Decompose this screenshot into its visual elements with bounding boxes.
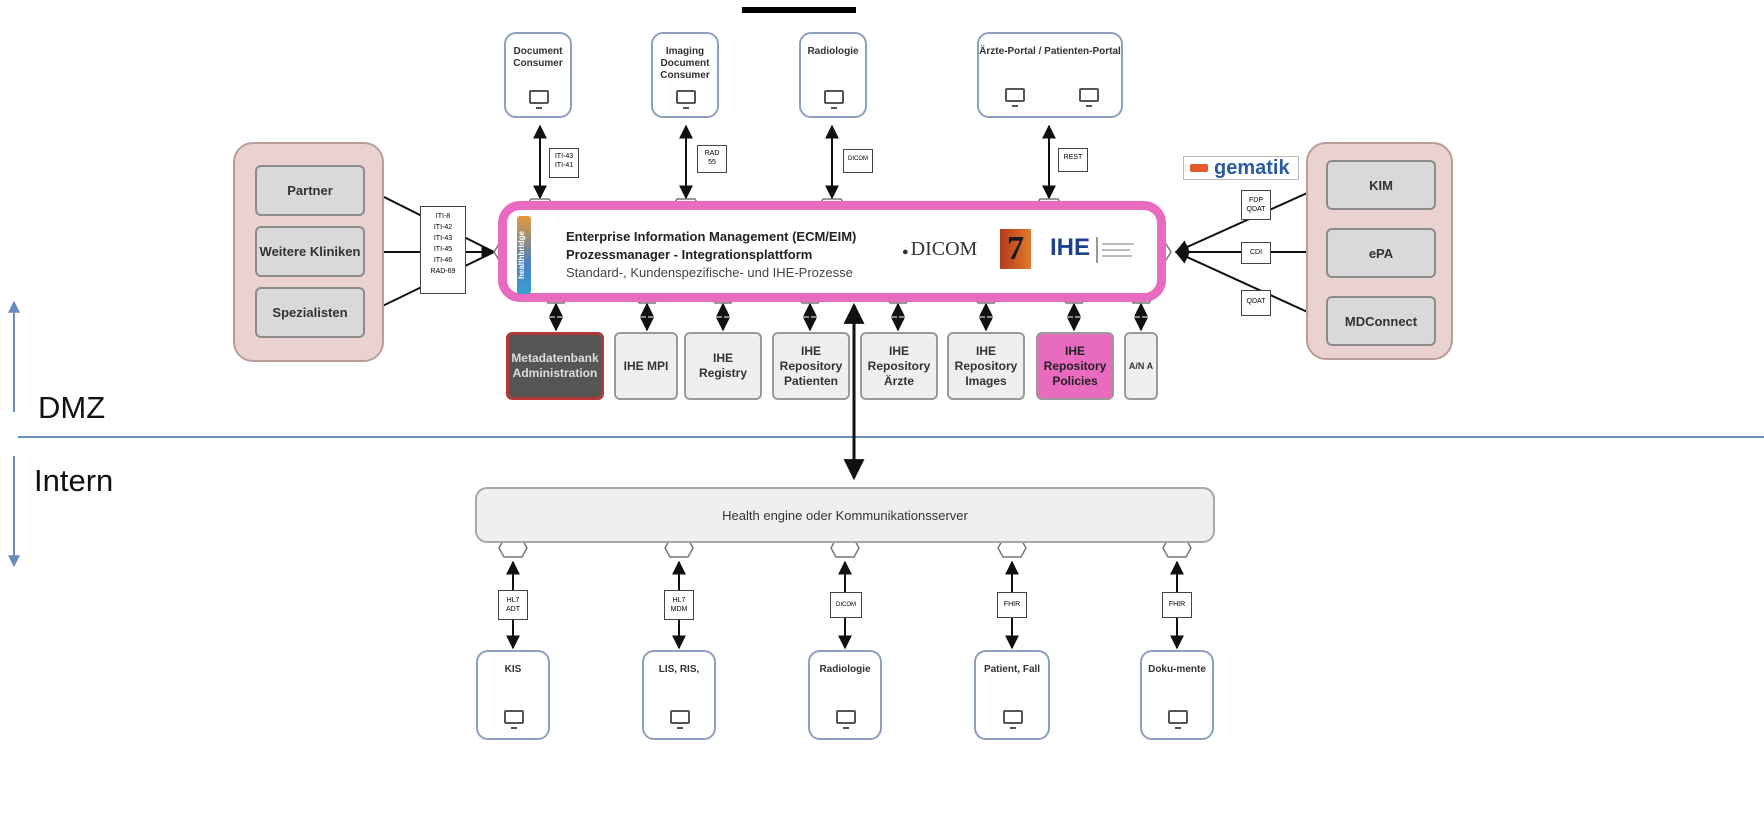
dmz-label: DMZ — [38, 390, 106, 425]
protocol-tag: ITI-43 ITI-41 — [549, 148, 579, 178]
system-lis[interactable]: LIS, RIS, — [642, 650, 716, 740]
ihe-line-icon — [1102, 255, 1132, 257]
monitor-icon — [529, 90, 549, 109]
system-img-consumer[interactable]: Imaging Document Consumer — [651, 32, 719, 118]
system-patient[interactable]: Patient, Fall — [974, 650, 1050, 740]
system-radiologie-top[interactable]: Radiologie — [799, 32, 867, 118]
monitor-icon — [1079, 88, 1099, 107]
system-label: KIS — [504, 664, 522, 675]
protocol-tag: FHIR — [1162, 592, 1192, 618]
system-doc-consumer[interactable]: Document Consumer — [504, 32, 572, 118]
protocol-tag: DICOM — [843, 149, 873, 173]
protocol-tag: RAD 55 — [697, 145, 727, 173]
monitor-icon — [504, 710, 524, 729]
intern-label: Intern — [34, 463, 114, 498]
protocol-item: ITI-43 — [433, 235, 453, 242]
box-epa[interactable]: ePA — [1326, 228, 1436, 278]
ihe-line-icon — [1102, 243, 1134, 245]
box-mdconnect[interactable]: MDConnect — [1326, 296, 1436, 346]
protocol-tag: HL7 ADT — [498, 590, 528, 620]
repository-connectors — [549, 302, 1148, 332]
system-kis[interactable]: KIS — [476, 650, 550, 740]
protocol-item: ITI-46 — [433, 257, 453, 264]
system-label: Document Consumer — [513, 46, 563, 69]
system-label: Radiologie — [819, 664, 871, 675]
protocol-item: ITI-45 — [433, 246, 453, 253]
monitor-icon — [836, 710, 856, 729]
eim-platform[interactable] — [498, 201, 1166, 302]
ihe-divider — [1096, 237, 1098, 263]
top-bar — [742, 7, 856, 13]
protocol-item: RAD-69 — [430, 268, 456, 275]
repo-metadaten[interactable]: Metadatenbank Administration — [506, 332, 604, 400]
monitor-icon — [676, 90, 696, 109]
system-label: LIS, RIS, — [658, 664, 700, 675]
protocol-tag: HL7 MDM — [664, 590, 694, 620]
ihe-logo: IHE — [1048, 231, 1138, 269]
system-label: Doku-mente — [1148, 664, 1206, 675]
eim-side-text: healthbridge — [517, 231, 526, 280]
ihe-logo-text: IHE — [1050, 234, 1091, 261]
eim-title: Enterprise Information Management (ECM/E… — [566, 229, 857, 244]
system-label: Radiologie — [807, 46, 859, 57]
protocol-tag: FHIR — [997, 592, 1027, 618]
monitor-icon — [1003, 710, 1023, 729]
eim-processes: Standard-, Kundenspezifische- und IHE-Pr… — [566, 265, 853, 280]
box-weitere-kliniken[interactable]: Weitere Kliniken — [255, 226, 365, 277]
protocol-tag: CDI — [1241, 242, 1271, 264]
repo-registry[interactable]: IHE Registry — [684, 332, 762, 400]
gematik-mark-icon — [1190, 164, 1208, 172]
gematik-logo: gematik — [1183, 156, 1299, 180]
dicom-logo-text: DICOM — [910, 238, 978, 260]
box-spezialisten[interactable]: Spezialisten — [255, 287, 365, 338]
repo-arn[interactable]: A/N A — [1124, 332, 1158, 400]
repo-patienten[interactable]: IHE Repository Patienten — [772, 332, 850, 400]
repo-policies[interactable]: IHE Repository Policies — [1036, 332, 1114, 400]
system-dokumente[interactable]: Doku-mente — [1140, 650, 1214, 740]
hl7-logo: 7 — [1000, 229, 1031, 269]
eim-subtitle: Prozessmanager - Integrationsplattform — [566, 247, 813, 262]
system-label: Patient, Fall — [983, 664, 1041, 675]
left-protocol-tag: ITI-8 ITI-42 ITI-43 ITI-45 ITI-46 RAD-69 — [420, 206, 466, 294]
system-label: Imaging Document Consumer — [660, 46, 710, 81]
system-label: Ärzte-Portal / Patienten-Portal — [979, 46, 1121, 57]
ihe-line-icon — [1102, 249, 1130, 251]
monitor-icon — [1168, 710, 1188, 729]
protocol-tag: QDAT — [1241, 290, 1271, 316]
repo-mpi[interactable]: IHE MPI — [614, 332, 678, 400]
repo-images[interactable]: IHE Repository Images — [947, 332, 1025, 400]
protocol-item: ITI-42 — [433, 224, 453, 231]
connector-mdconnect — [1174, 250, 1327, 322]
repo-aerzte[interactable]: IHE Repository Ärzte — [860, 332, 938, 400]
monitor-icon — [670, 710, 690, 729]
eim-side-label: healthbridge — [517, 216, 531, 294]
monitor-icon — [1005, 88, 1025, 107]
box-kim[interactable]: KIM — [1326, 160, 1436, 210]
gematik-brand: gematik — [1214, 156, 1290, 179]
protocol-tag: DICOM — [830, 592, 862, 618]
system-portal[interactable]: Ärzte-Portal / Patienten-Portal — [977, 32, 1123, 118]
protocol-item: ITI-8 — [435, 213, 451, 220]
health-engine-bar[interactable]: Health engine oder Kommunikationsserver — [475, 487, 1215, 543]
protocol-tag: FDP QDAT — [1241, 190, 1271, 220]
system-radiologie-bottom[interactable]: Radiologie — [808, 650, 882, 740]
dicom-mark-icon: ● — [902, 246, 909, 258]
monitor-icon — [824, 90, 844, 109]
dicom-logo: ●DICOM — [902, 238, 977, 261]
protocol-tag: REST — [1058, 148, 1088, 172]
eim-description: Enterprise Information Management (ECM/E… — [566, 228, 856, 282]
box-partner[interactable]: Partner — [255, 165, 365, 216]
